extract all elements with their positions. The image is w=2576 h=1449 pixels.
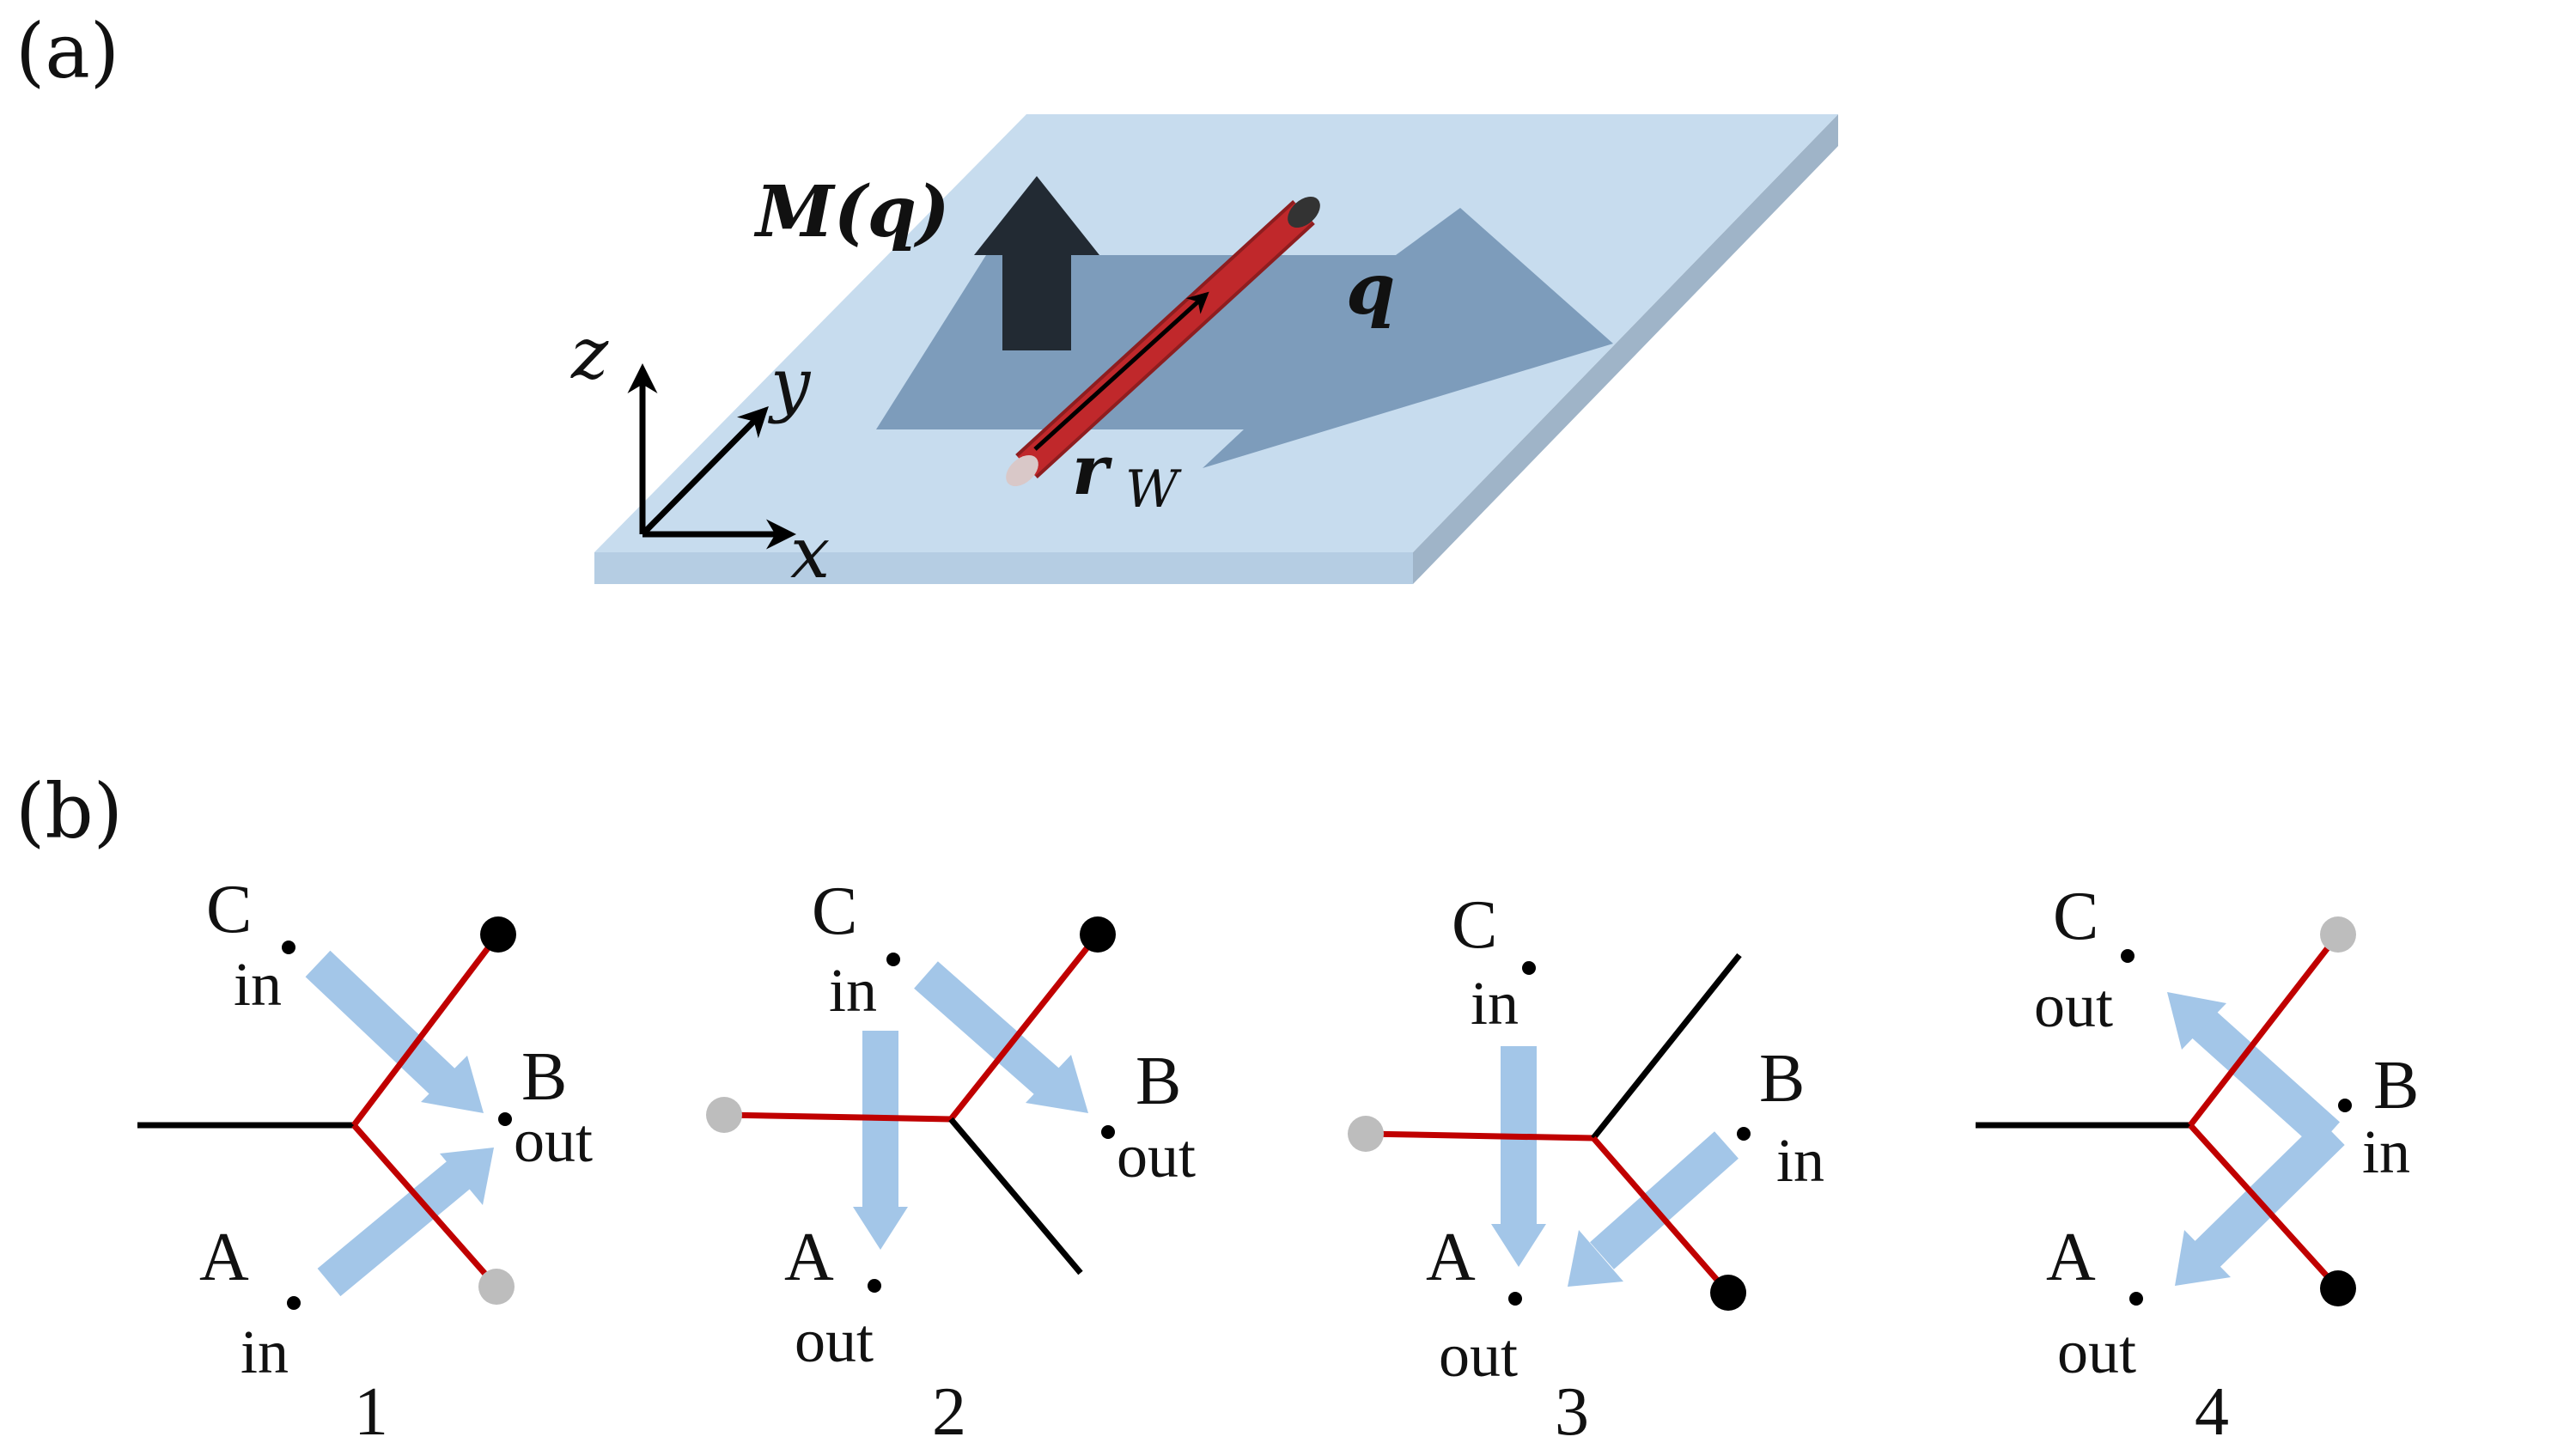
point-a bbox=[2129, 1292, 2143, 1306]
coordinate-axes: z y x bbox=[570, 314, 830, 594]
point-a bbox=[287, 1296, 301, 1310]
point-b bbox=[1101, 1125, 1115, 1139]
black-end-dot bbox=[480, 916, 516, 953]
position-subscript: W bbox=[1125, 460, 1182, 520]
label-c: C bbox=[206, 872, 252, 947]
flow-arrow-c-to-a bbox=[853, 1031, 908, 1250]
label-a: A bbox=[784, 1220, 834, 1295]
black-end-dot bbox=[2320, 1270, 2356, 1306]
flow-arrow-b-to-a bbox=[2175, 1118, 2345, 1286]
point-c bbox=[282, 941, 295, 954]
configuration-1: C in B out A in 1 bbox=[137, 872, 593, 1449]
label-c-role: out bbox=[2034, 971, 2113, 1040]
label-c: C bbox=[1452, 887, 1497, 963]
label-a: A bbox=[199, 1220, 249, 1295]
red-leg-lower bbox=[2188, 1123, 2341, 1291]
grey-end-dot bbox=[478, 1269, 515, 1305]
label-c: C bbox=[2053, 879, 2098, 954]
magnetization-arrow bbox=[974, 176, 1099, 350]
grey-end-dot bbox=[1348, 1116, 1384, 1152]
point-c bbox=[2121, 949, 2134, 963]
label-b-role: in bbox=[1776, 1126, 1824, 1195]
flow-arrow-b-to-c bbox=[2167, 992, 2341, 1149]
point-c bbox=[1522, 961, 1536, 975]
rod-end-cap-bottom bbox=[1006, 454, 1038, 487]
label-c-role: in bbox=[234, 950, 282, 1019]
configuration-2: C in B out A out 2 bbox=[706, 874, 1196, 1449]
label-b-role: in bbox=[2362, 1117, 2410, 1186]
label-b: B bbox=[521, 1039, 567, 1115]
configuration-number: 3 bbox=[1555, 1374, 1589, 1449]
configuration-4: C out B in A out 4 bbox=[1976, 879, 2419, 1449]
red-leg-upper bbox=[351, 932, 501, 1128]
domain-wall-rod bbox=[1006, 196, 1320, 487]
label-c-role: in bbox=[1471, 969, 1519, 1038]
x-axis-label: x bbox=[790, 513, 830, 594]
black-leg bbox=[1591, 953, 1742, 1141]
panel-a-label: (a) bbox=[15, 7, 119, 95]
label-b: B bbox=[2373, 1048, 2419, 1123]
red-leg-upper bbox=[948, 932, 1100, 1122]
label-a-role: in bbox=[241, 1318, 289, 1386]
label-a-role: out bbox=[795, 1306, 874, 1375]
wavevector-label: q bbox=[1346, 248, 1395, 331]
black-leg bbox=[948, 1117, 1083, 1275]
label-b-role: out bbox=[514, 1106, 593, 1175]
point-c bbox=[886, 953, 900, 966]
position-vector-arrow bbox=[1033, 291, 1209, 451]
configuration-number: 1 bbox=[354, 1374, 388, 1449]
magnetization-label: M(q) bbox=[753, 171, 950, 253]
point-a bbox=[868, 1279, 881, 1293]
flow-arrow-a-to-b bbox=[317, 1148, 494, 1297]
rod-end-cap-top bbox=[1288, 196, 1320, 228]
position-label: r bbox=[1072, 429, 1112, 510]
configuration-3: C in B in A out 3 bbox=[1348, 887, 1824, 1449]
label-c: C bbox=[812, 874, 857, 949]
flow-arrow-c-to-a bbox=[1491, 1046, 1546, 1267]
label-a: A bbox=[1426, 1220, 1476, 1295]
red-leg-upper bbox=[2188, 932, 2341, 1128]
slab-front-face bbox=[594, 552, 1413, 584]
red-leg-left bbox=[1365, 1130, 1594, 1142]
point-b bbox=[2338, 1099, 2352, 1112]
configuration-number: 4 bbox=[2195, 1374, 2229, 1449]
panel-b-label: (b) bbox=[15, 767, 123, 855]
point-a bbox=[1508, 1292, 1522, 1306]
y-axis bbox=[640, 406, 769, 537]
z-axis-label: z bbox=[570, 314, 609, 395]
label-a: A bbox=[2046, 1220, 2096, 1295]
y-axis-label: y bbox=[767, 344, 812, 425]
red-leg-left bbox=[723, 1111, 952, 1123]
point-b bbox=[1737, 1127, 1751, 1141]
label-a-role: out bbox=[1439, 1321, 1518, 1390]
red-leg-lower bbox=[1591, 1135, 1731, 1295]
label-b: B bbox=[1759, 1041, 1805, 1117]
grey-end-dot bbox=[706, 1097, 742, 1133]
flow-arrow-c-to-b bbox=[305, 950, 484, 1113]
label-a-role: out bbox=[2057, 1318, 2136, 1386]
label-b-role: out bbox=[1117, 1122, 1196, 1190]
black-end-dot bbox=[1710, 1275, 1746, 1311]
grey-end-dot bbox=[2320, 916, 2356, 953]
flow-arrow-c-to-b bbox=[914, 961, 1088, 1113]
point-b bbox=[498, 1112, 512, 1126]
label-c-role: in bbox=[829, 956, 877, 1025]
red-leg-lower bbox=[351, 1123, 499, 1289]
slab-right-face bbox=[1413, 114, 1838, 584]
configuration-number: 2 bbox=[932, 1374, 966, 1449]
flow-arrow-b-to-a bbox=[1568, 1131, 1739, 1287]
black-end-dot bbox=[1080, 916, 1116, 953]
label-b: B bbox=[1136, 1044, 1181, 1119]
